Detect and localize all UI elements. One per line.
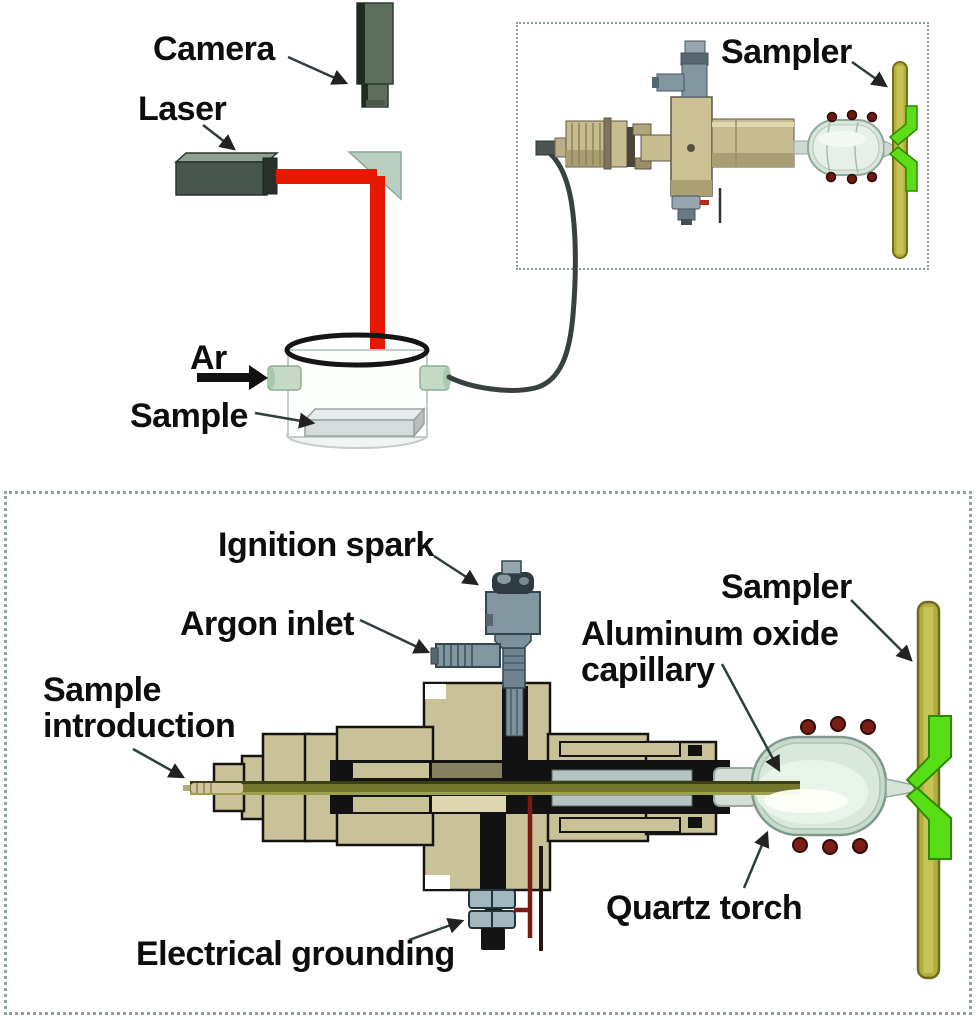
laser-label: Laser [138,90,227,128]
laser-icon [174,152,279,196]
sampler-label: Sampler [721,568,852,606]
aluminum-oxide-capillary-label: Aluminum oxide capillary [581,615,839,689]
inset-spark-plug [652,40,709,98]
chamber-o-ring [284,332,430,368]
inset-sampler-arrow [851,60,888,88]
camera-arrow [287,55,349,85]
inset-quartz-torch [807,119,896,176]
ablation-chamber [267,332,451,449]
ignition-spark-assembly [430,560,541,737]
electrical-grounding-label: Electrical grounding [136,935,455,973]
grounding-bolt [468,888,516,950]
camera-icon [356,2,394,108]
torch-cross-section [132,554,952,980]
quartz-torch-arrow [742,830,770,889]
sampler-arrow [850,599,913,662]
inset-skimmer-upper [888,105,918,147]
aluminum-oxide-capillary-rod [183,781,800,795]
capillary-arrow [720,663,781,773]
heater-dots [792,716,876,855]
annotation-arrows [132,554,913,942]
ignition-spark-label: Ignition spark [218,526,434,564]
skimmer-cone-lower [905,786,952,860]
inset-torch-assembly [535,40,918,259]
ground-wire-red [514,796,533,938]
sample-label: Sample [130,397,248,435]
laser-arrow [202,124,236,151]
skimmer-cone-upper [905,715,952,791]
inset-sampler-label: Sampler [721,33,852,71]
transfer-cable [446,145,578,393]
quartz-torch-label: Quartz torch [606,889,803,927]
sample-arrow [254,411,316,429]
argon-flow-arrow [197,365,268,390]
camera-label: Camera [153,30,275,68]
argon-inlet-tube [430,643,501,668]
inset-heater-dots [825,109,878,185]
sampler-inset-panel [516,22,929,270]
sample-slab [303,407,426,439]
argon-inlet-arrow [359,618,431,654]
argon-inlet-label: Argon inlet [180,605,354,643]
torch-cross-section-panel [4,491,972,1015]
argon-gas-label: Ar [190,339,227,377]
sample-introduction-arrow [132,747,186,779]
ignition-spark-arrow [433,554,480,586]
inset-skimmer-lower [888,146,918,192]
grounding-arrow [408,918,465,942]
sample-introduction-label: Sample introduction [43,671,236,745]
